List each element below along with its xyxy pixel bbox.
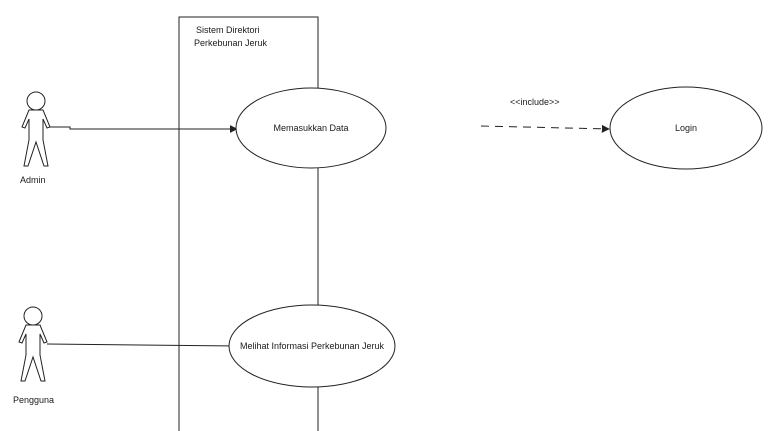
actor-pengguna-label: Pengguna — [13, 395, 54, 405]
pengguna-stick-figure-icon — [18, 306, 48, 382]
actor-admin-label: Admin — [20, 175, 46, 185]
admin-stick-figure-icon — [21, 91, 51, 167]
association-pengguna-melihat-informasi — [46, 341, 238, 350]
use-case-login[interactable]: Login — [609, 86, 763, 170]
association-admin-memasukkan-data — [50, 125, 238, 133]
actor-admin[interactable]: Admin — [20, 91, 51, 185]
use-case-melihat-informasi-label: Melihat Informasi Perkebunan Jeruk — [240, 341, 385, 351]
use-case-login-label: Login — [675, 123, 697, 133]
use-case-memasukkan-data[interactable]: Memasukkan Data — [235, 87, 387, 169]
system-title-line2: Perkebunan Jeruk — [194, 38, 268, 48]
use-case-melihat-informasi[interactable]: Melihat Informasi Perkebunan Jeruk — [228, 304, 396, 388]
actor-pengguna[interactable]: Pengguna — [13, 306, 54, 405]
include-dependency — [480, 124, 610, 133]
system-title-line1: Sistem Direktori — [196, 25, 260, 35]
use-case-memasukkan-data-label: Memasukkan Data — [273, 123, 348, 133]
include-label: <<include>> — [510, 97, 560, 107]
